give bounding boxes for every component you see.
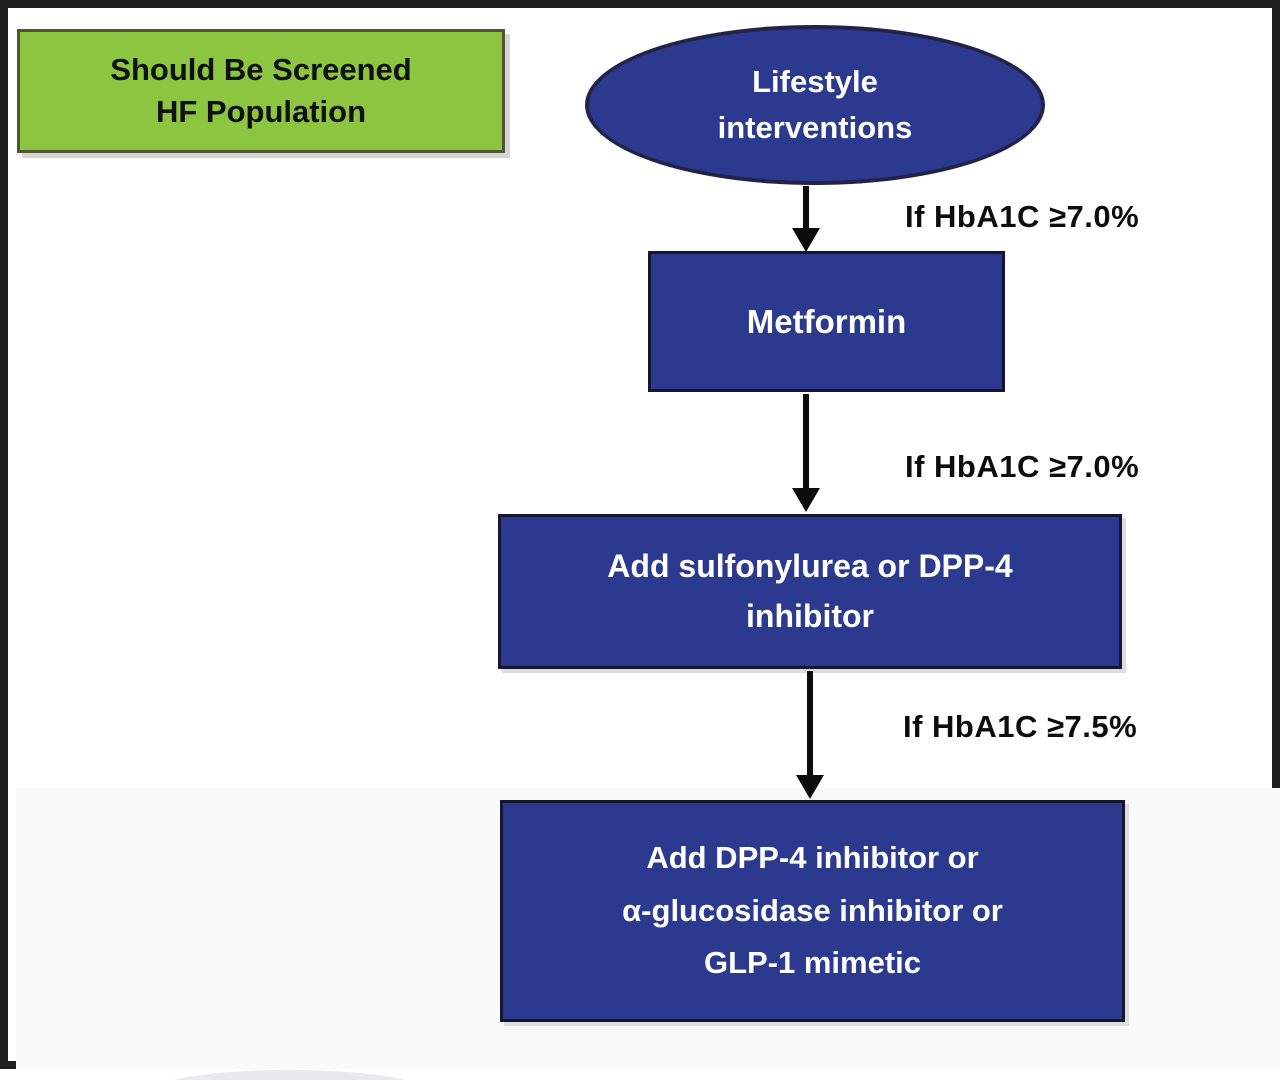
arrow-down-icon xyxy=(796,775,824,799)
arrow-down-icon xyxy=(792,488,820,512)
node-add-dpp4-or-alpha-glucosidase-or-glp1: Add DPP-4 inhibitor or α-glucosidase inh… xyxy=(500,800,1125,1022)
node-text-line: α-glucosidase inhibitor or xyxy=(622,892,1003,928)
node-lifestyle-interventions: Lifestyle interventions xyxy=(585,25,1045,185)
node-metformin: Metformin xyxy=(648,251,1005,392)
hf-population-legend-box: Should Be Screened HF Population xyxy=(17,29,505,153)
arrow-shaft xyxy=(803,394,809,490)
arrow-down-icon xyxy=(792,228,820,252)
legend-line-2: HF Population xyxy=(155,94,367,129)
node-text-line: interventions xyxy=(717,110,913,145)
arrow-shaft xyxy=(803,186,809,230)
node-text-line: Metformin xyxy=(746,302,907,340)
node-text-line: Lifestyle xyxy=(752,63,878,99)
flow-arrow-1 xyxy=(792,186,820,252)
arrow-shaft xyxy=(807,671,813,777)
edge-condition-label-1: If HbA1C ≥7.0% xyxy=(905,199,1140,234)
node-add-sulfonylurea-or-dpp4-inhibitor: Add sulfonylurea or DPP-4 inhibitor xyxy=(498,514,1122,669)
node-text-line: Add sulfonylurea or DPP-4 xyxy=(607,547,1013,584)
node-text-line: GLP-1 mimetic xyxy=(703,945,922,981)
edge-condition-label-3: If HbA1C ≥7.5% xyxy=(903,709,1138,744)
node-text-line: inhibitor xyxy=(746,597,874,634)
edge-condition-label-2: If HbA1C ≥7.0% xyxy=(905,449,1140,484)
node-text-line: Add DPP-4 inhibitor or xyxy=(646,839,979,875)
flow-arrow-2 xyxy=(792,394,820,512)
legend-line-1: Should Be Screened xyxy=(110,52,412,88)
watermark-shape xyxy=(158,1070,420,1080)
flow-arrow-3 xyxy=(796,671,824,799)
